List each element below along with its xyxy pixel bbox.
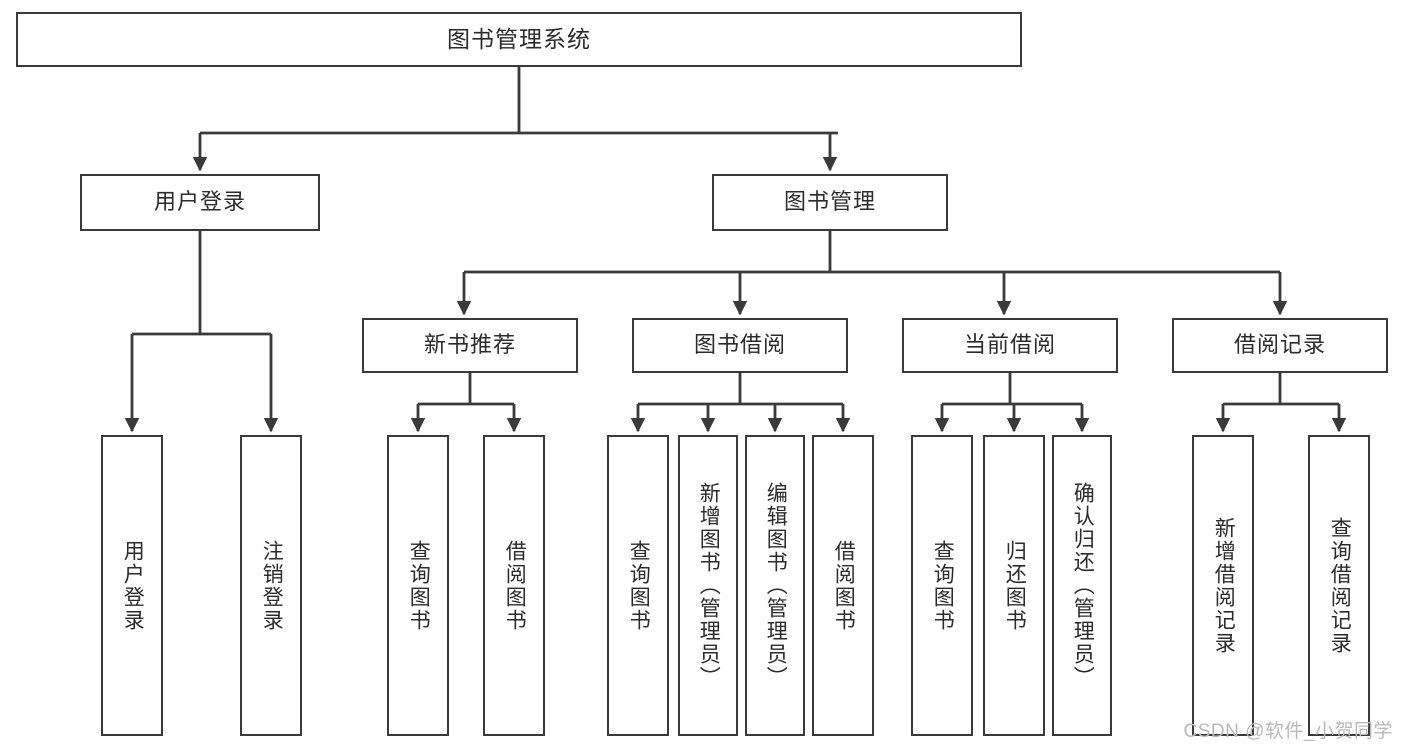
leaf-query-books-borrowing[interactable]: 查询图书 — [607, 435, 669, 736]
leaf-query-borrowing-record[interactable]: 查询借阅记录 — [1308, 435, 1370, 736]
leaf-add-book-admin[interactable]: 新增图书（管理员） — [678, 435, 738, 736]
node-borrowing-records[interactable]: 借阅记录 — [1172, 318, 1388, 373]
leaf-query-books-newbook[interactable]: 查询图书 — [387, 435, 449, 736]
node-new-book-recommendation[interactable]: 新书推荐 — [362, 318, 578, 373]
node-book-management[interactable]: 图书管理 — [712, 174, 948, 231]
node-user-login[interactable]: 用户登录 — [80, 174, 320, 231]
node-root-book-management-system[interactable]: 图书管理系统 — [16, 12, 1022, 67]
leaf-add-borrowing-record[interactable]: 新增借阅记录 — [1192, 435, 1254, 736]
leaf-edit-book-admin[interactable]: 编辑图书（管理员） — [745, 435, 805, 736]
watermark-text: CSDN @软件_小贺同学 — [1183, 721, 1393, 742]
leaf-borrow-books-newbook[interactable]: 借阅图书 — [483, 435, 545, 736]
leaf-borrow-books-borrowing[interactable]: 借阅图书 — [812, 435, 874, 736]
leaf-logout[interactable]: 注销登录 — [240, 435, 302, 736]
leaf-return-books[interactable]: 归还图书 — [983, 435, 1045, 736]
leaf-user-login[interactable]: 用户登录 — [101, 435, 163, 736]
node-book-borrowing[interactable]: 图书借阅 — [632, 318, 848, 373]
node-current-borrowing[interactable]: 当前借阅 — [902, 318, 1118, 373]
leaf-query-books-current[interactable]: 查询图书 — [911, 435, 973, 736]
leaf-confirm-return-admin[interactable]: 确认归还（管理员） — [1052, 435, 1112, 736]
